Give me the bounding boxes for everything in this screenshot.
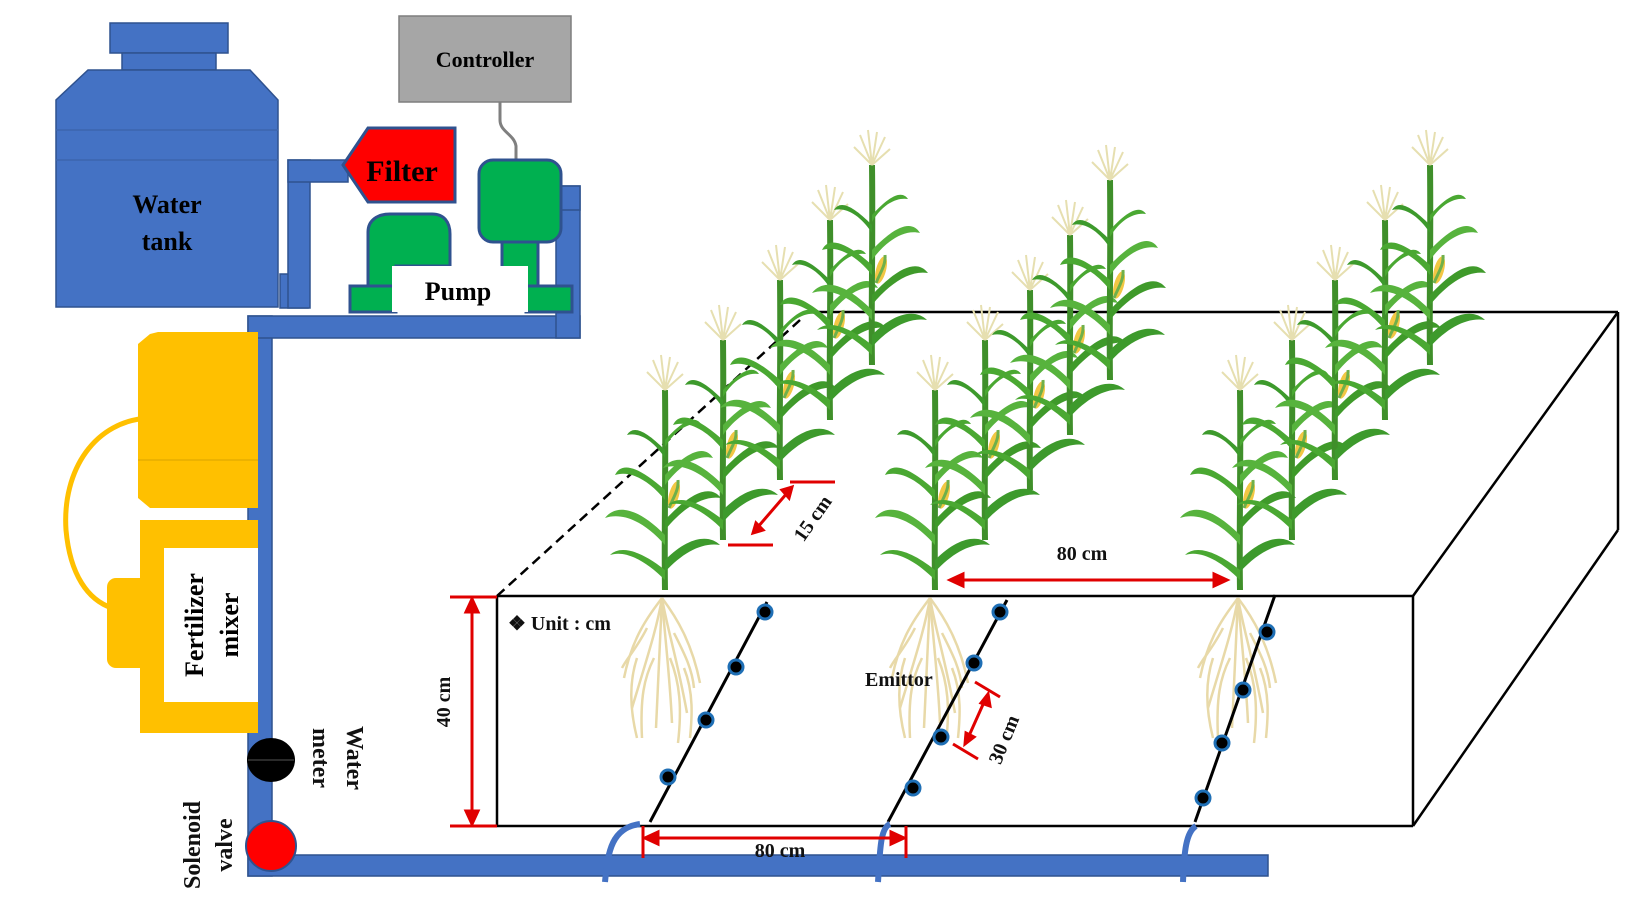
root-system-icon xyxy=(620,596,702,745)
dimension-row-spacing-bottom xyxy=(641,826,908,858)
emitter xyxy=(991,603,1009,621)
water-meter: Water meter xyxy=(247,726,367,790)
emitter xyxy=(932,728,950,746)
corn-plant-icon xyxy=(663,305,779,540)
emitter xyxy=(1234,681,1252,699)
drip-lateral-3 xyxy=(1193,594,1277,823)
row-spacing-top-label: 80 cm xyxy=(1057,543,1108,565)
emitter xyxy=(1213,734,1231,752)
emitter xyxy=(697,711,715,729)
water-tank-label-line1: Water xyxy=(132,190,201,219)
water-meter-label-line1: Water xyxy=(341,726,367,790)
emitter xyxy=(1258,623,1276,641)
emitter xyxy=(1194,789,1212,807)
plant-spacing-label: 15 cm xyxy=(790,491,837,545)
emitter xyxy=(727,658,745,676)
corn-row-3 xyxy=(1180,130,1486,590)
solenoid-label-line2: valve xyxy=(212,818,238,872)
corn-row-1 xyxy=(605,130,928,590)
emitter xyxy=(756,603,774,621)
water-tank: Water tank xyxy=(55,22,279,308)
lateral-risers xyxy=(602,821,1198,883)
solenoid-valve: Solenoid valve xyxy=(180,800,297,889)
filter-label: Filter xyxy=(366,155,438,188)
controller: Controller xyxy=(398,15,572,160)
controller-label: Controller xyxy=(436,47,535,72)
emitter xyxy=(965,654,983,672)
dimension-row-spacing-top xyxy=(946,571,1231,589)
emitter xyxy=(659,768,677,786)
pump-label: Pump xyxy=(425,277,491,306)
filter-inlet-pipe xyxy=(287,159,349,183)
pump: Pump xyxy=(348,158,574,314)
emitter-spacing-label: 30 cm xyxy=(985,712,1024,767)
fertilizer-hose xyxy=(63,415,151,611)
water-meter-label-line2: meter xyxy=(307,728,333,788)
fertilizer-label-line1: Fertilizer xyxy=(180,573,209,677)
emitter xyxy=(904,779,922,797)
solenoid-label-line1: Solenoid xyxy=(180,800,206,889)
emitter-label: Emittor xyxy=(865,669,933,691)
controller-cable xyxy=(498,102,518,160)
depth-label: 40 cm xyxy=(433,676,455,727)
filter: Filter xyxy=(341,126,457,204)
row-spacing-bottom-label: 80 cm xyxy=(755,840,806,862)
fertilizer-label-line2: mixer xyxy=(215,593,244,658)
corn-row-2 xyxy=(875,145,1166,590)
root-system-icon xyxy=(1196,596,1278,745)
drip-lateral-1 xyxy=(648,601,774,823)
dimension-plant-spacing xyxy=(728,480,835,547)
field-box xyxy=(495,310,1620,828)
drip-lateral-2 xyxy=(886,599,1009,823)
unit-label: ❖ Unit : cm xyxy=(508,613,611,635)
dimension-depth xyxy=(450,595,497,828)
top-pipe xyxy=(247,315,581,339)
water-tank-label-line2: tank xyxy=(142,227,193,256)
bottom-main-pipe xyxy=(247,854,1269,877)
dimension-emitter-spacing xyxy=(952,680,1001,761)
fertilizer-mixer: Fertilizer mixer xyxy=(63,332,258,733)
